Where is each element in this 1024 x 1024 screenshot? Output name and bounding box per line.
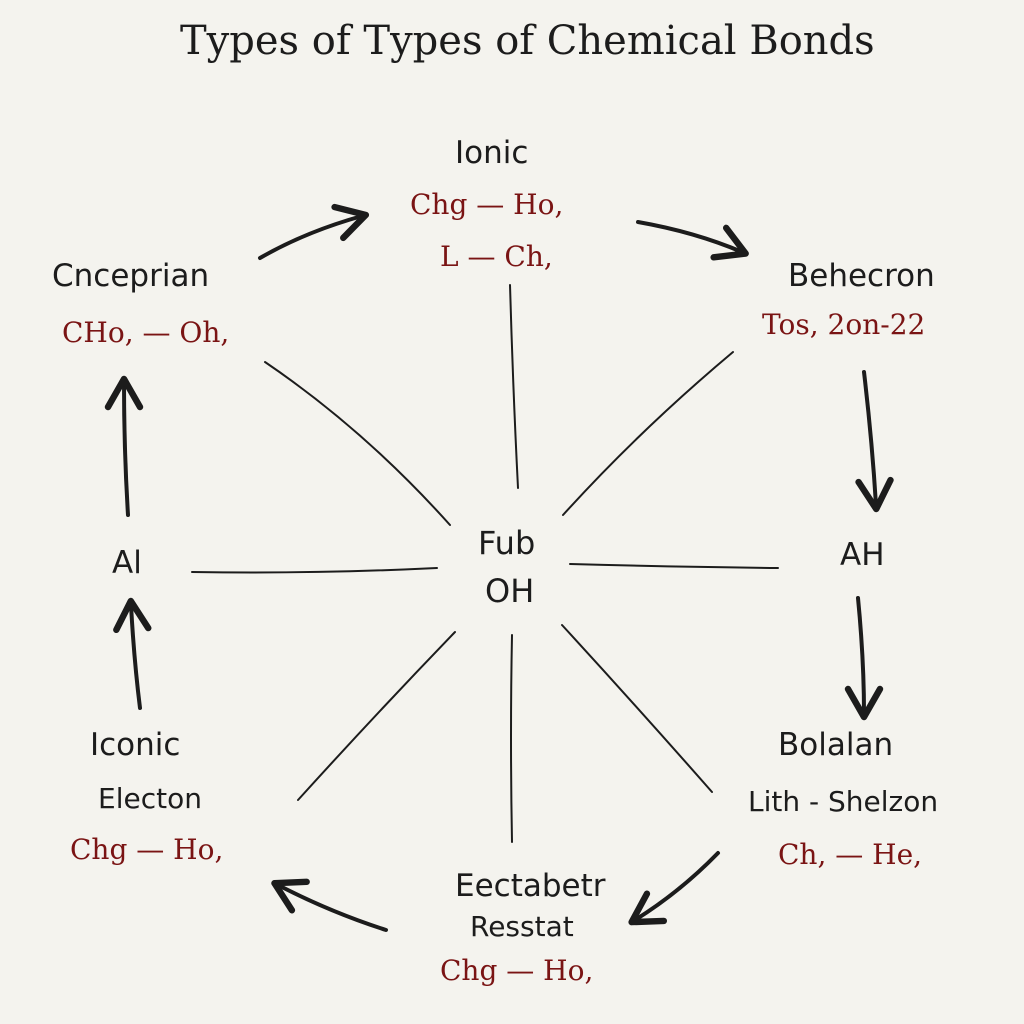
node-lower-left-formula: Chg — Ho, [70,833,224,866]
node-lower-right-sublabel: Lith - Shelzon [748,785,939,818]
spoke-top [509,284,519,489]
arrow-lower-left-to-left [113,597,152,710]
node-right-label: AH [840,537,885,573]
node-top-label: Ionic [455,135,529,171]
spoke-lower-right [561,624,713,793]
node-lower-right-label: Bolalan [778,727,894,763]
node-top-formula-2: L — Ch, [440,240,553,273]
spoke-upper-left [264,361,451,526]
spoke-lower-left [297,631,456,801]
arrow-upper-left-to-top [258,203,370,260]
node-bottom-sublabel: Resstat [470,910,574,943]
arrow-right-to-lower-right [844,596,884,721]
spoke-right [569,563,779,569]
node-lower-right-formula: Ch, — He, [778,838,923,871]
node-left-label: Al [112,545,142,581]
spoke-bottom [510,634,513,843]
node-upper-right-label: Behecron [788,258,935,294]
node-top-formula-1: Chg — Ho, [410,188,564,221]
node-bottom-formula: Chg — Ho, [440,954,594,987]
arrow-bottom-to-lower-left [271,878,388,932]
arrow-upper-right-to-right [855,370,894,513]
spoke-upper-right [562,351,734,516]
arrow-top-to-upper-right [636,220,749,261]
node-upper-left-formula: CHo, — Oh, [62,316,230,349]
node-upper-left-label: Cnceprian [52,258,210,294]
arrow-left-to-upper-left [104,375,144,517]
diagram-title: Types of Types of Chemical Bonds [180,18,875,64]
node-upper-right-formula: Tos, 2on-22 [762,308,926,341]
arrow-lower-right-to-bottom [628,851,720,926]
center-label-line-2: OH [485,572,535,610]
node-lower-left-sublabel: Electon [98,782,202,815]
node-bottom-label: Eectabetr [455,868,606,904]
center-label-line-1: Fub [478,524,536,562]
node-lower-left-label: Iconic [90,727,181,763]
spoke-left [191,567,438,574]
